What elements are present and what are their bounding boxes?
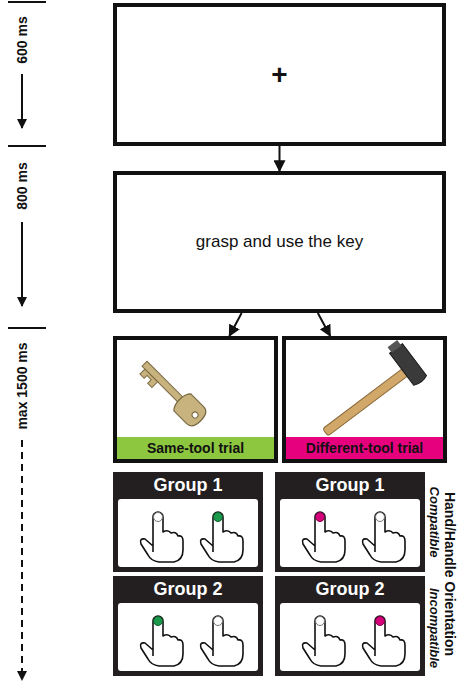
time-tick [8,1,46,3]
fixation-screen: + [113,3,446,146]
group-heading: Group 1 [118,472,258,499]
response-box [118,603,258,671]
time-arrow [21,222,23,306]
duration-label: 600 ms [14,16,30,63]
group-heading: Group 2 [280,576,420,603]
response-panel: Group 1 [275,472,425,572]
response-panel: Group 2 [113,576,263,676]
response-box [118,499,258,567]
response-panel: Group 2 [275,576,425,676]
trial-type-bar: Same-tool trial [117,437,274,459]
response-box [280,603,420,671]
time-tick [8,327,46,329]
time-arrow-dashed [21,440,23,680]
condition-label: Compatible [427,487,442,558]
response-panel: Group 1 [113,472,263,572]
group-heading: Group 2 [118,576,258,603]
flow-arrow [229,313,241,336]
axis-label: Hand/Handle Orientation [442,492,458,656]
flow-arrow [279,146,281,171]
condition-label: Incompatible [427,588,442,668]
duration-label: 800 ms [14,162,30,209]
time-tick [8,145,46,147]
trial-screen: Different-tool trial [282,336,447,463]
timeline [8,2,46,680]
group-heading: Group 1 [280,472,420,499]
screen-text: grasp and use the key [117,232,442,252]
trial-screen: Same-tool trial [113,336,278,463]
trial-type-bar: Different-tool trial [286,437,443,459]
time-arrow [21,74,23,128]
flow-arrow [318,313,330,336]
instruction-screen: grasp and use the key [113,171,446,313]
response-box [280,499,420,567]
screen-text: + [117,58,442,92]
duration-label: max 1500 ms [14,342,30,429]
